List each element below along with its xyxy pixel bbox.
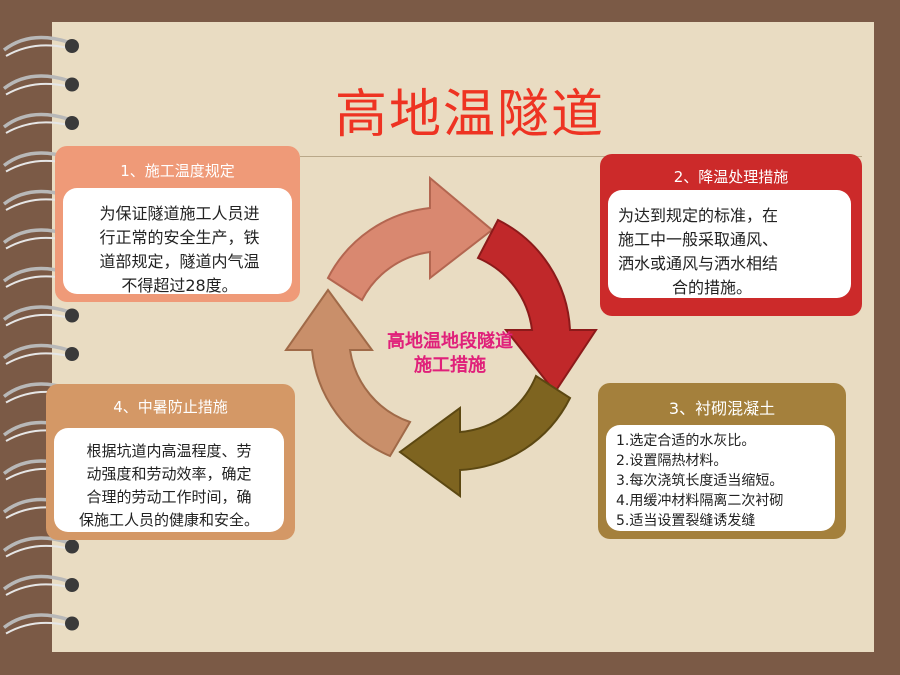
card-lining-concrete: 3、衬砌混凝土 1.选定合适的水灰比。 2.设置隔热材料。 3.每次浇筑长度适当…: [598, 383, 846, 539]
title-divider: [300, 156, 862, 157]
cycle-center-label: 高地温地段隧道 施工措施: [340, 330, 560, 378]
binding-ring: [2, 343, 69, 360]
binding-ring: [2, 35, 69, 52]
card-line: 根据坑道内高温程度、劳: [86, 442, 252, 460]
binding-ring: [2, 574, 69, 591]
binding-ring-highlight: [5, 313, 69, 327]
binding-hole: [65, 347, 79, 361]
binding-hole: [65, 116, 79, 130]
list-item: 1.选定合适的水灰比。: [616, 433, 756, 449]
binding-ring-highlight: [5, 352, 69, 365]
spiral-binding: [2, 35, 79, 635]
center-line-2: 施工措施: [414, 355, 486, 376]
card-cooling-measures: 2、降温处理措施 为达到规定的标准，在 施工中一般采取通风、 洒水或通风与洒水相…: [600, 154, 862, 316]
binding-hole: [65, 308, 79, 323]
card-line: 保施工人员的健康和安全。: [78, 511, 259, 529]
binding-ring-highlight: [5, 82, 69, 96]
card-line: 为达到规定的标准，在: [618, 206, 779, 225]
binding-ring: [2, 305, 69, 321]
cycle-arrow-2: [476, 218, 598, 394]
list-item: 2.设置隔热材料。: [616, 453, 728, 469]
card-temperature-rule: 1、施工温度规定 为保证隧道施工人员进 行正常的安全生产，铁 道部规定，隧道内气…: [55, 146, 300, 302]
card-heading: 1、施工温度规定: [120, 162, 235, 180]
card-line: 施工中一般采取通风、: [618, 230, 779, 249]
binding-ring-highlight: [5, 121, 69, 134]
cycle-arrow-3: [398, 374, 572, 498]
binding-ring-highlight: [5, 544, 69, 558]
paper-background: [52, 22, 874, 652]
card-heading: 4、中暑防止措施: [113, 398, 228, 416]
card-line: 行正常的安全生产，铁: [99, 228, 260, 247]
card-line: 动强度和劳动效率，确定: [86, 465, 252, 483]
slide-title: 高地温隧道: [334, 85, 605, 145]
cycle-diagram: [284, 175, 598, 498]
card-heading: 2、降温处理措施: [673, 168, 789, 186]
binding-ring-highlight: [5, 44, 69, 57]
card-body: 为保证隧道施工人员进 行正常的安全生产，铁 道部规定，隧道内气温 不得超过28度…: [63, 188, 292, 295]
card-heading: 3、衬砌混凝土: [668, 399, 776, 418]
card-line: 合的措施。: [672, 278, 753, 297]
binding-ring: [2, 74, 69, 90]
card-body: 为达到规定的标准，在 施工中一般采取通风、 洒水或通风与洒水相结 合的措施。: [608, 190, 851, 298]
list-item: 4.用缓冲材料隔离二次衬砌: [616, 493, 784, 509]
binding-hole: [65, 539, 79, 554]
card-line: 道部规定，隧道内气温: [99, 252, 260, 271]
binding-hole: [65, 77, 79, 92]
binding-hole: [65, 578, 79, 592]
card-line: 合理的劳动工作时间，确: [86, 488, 252, 506]
binding-hole: [65, 616, 79, 631]
cycle-arrow-4: [284, 288, 412, 458]
binding-ring: [2, 536, 69, 552]
card-line: 不得超过28度。: [121, 276, 238, 295]
binding-ring: [2, 112, 69, 129]
cycle-arrow-1: [326, 175, 494, 302]
list-item: 3.每次浇筑长度适当缩短。: [616, 473, 784, 489]
card-body: 根据坑道内高温程度、劳 动强度和劳动效率，确定 合理的劳动工作时间，确 保施工人…: [54, 428, 284, 532]
binding-ring-highlight: [5, 583, 69, 596]
card-line: 洒水或通风与洒水相结: [618, 254, 779, 273]
card-heatstroke-prevention: 4、中暑防止措施 根据坑道内高温程度、劳 动强度和劳动效率，确定 合理的劳动工作…: [46, 384, 295, 540]
binding-ring: [2, 613, 69, 629]
center-line-1: 高地温地段隧道: [387, 331, 513, 352]
card-body: 1.选定合适的水灰比。 2.设置隔热材料。 3.每次浇筑长度适当缩短。 4.用缓…: [606, 425, 835, 531]
card-line: 为保证隧道施工人员进: [99, 204, 260, 223]
list-item: 5.适当设置裂缝诱发缝: [616, 513, 756, 529]
binding-hole: [65, 39, 79, 53]
binding-ring-highlight: [5, 621, 69, 635]
